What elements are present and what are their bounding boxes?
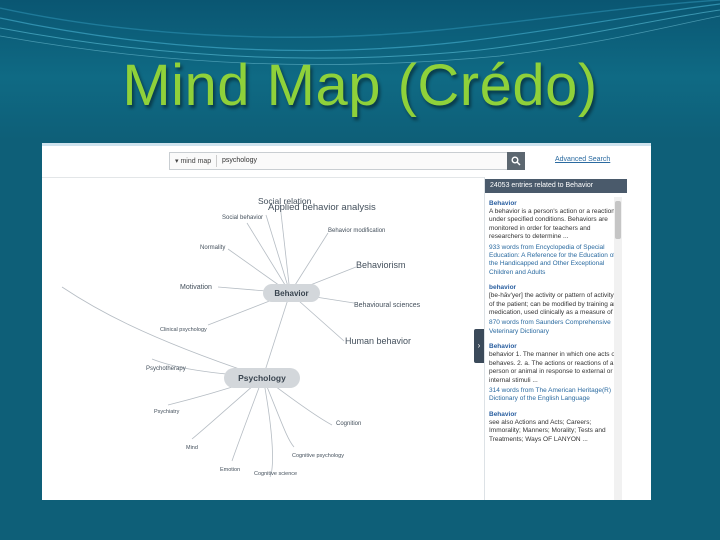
search-query-text[interactable]: psychology	[222, 157, 258, 164]
entry-definition: see also Actions and Acts; Careers; Immo…	[489, 418, 606, 443]
result-entry[interactable]: behavior [be-hāv'yer] the activity or pa…	[489, 283, 621, 336]
entry-source-link[interactable]: 870 words from Saunders Comprehensive Ve…	[489, 319, 611, 335]
entry-definition: [be-hāv'yer] the activity or pattern of …	[489, 292, 621, 317]
node-behavior[interactable]: Behavior	[263, 284, 320, 302]
result-entry[interactable]: Behavior A behavior is a person's action…	[489, 199, 621, 277]
search-mode-dropdown[interactable]: ▾ mind map	[175, 158, 212, 165]
advanced-search-link[interactable]: Advanced Search	[555, 156, 611, 163]
mind-map-graph: Social relation Applied behavior analysi…	[61, 196, 421, 478]
node-behaviorism[interactable]: Behaviorism	[356, 260, 406, 270]
slide-title: Mind Map (Crédo)	[122, 53, 598, 118]
search-icon	[511, 156, 521, 166]
psychology-node-label: Psychology	[238, 373, 286, 383]
node-emotion[interactable]: Emotion	[220, 467, 240, 473]
node-applied-behavior-analysis[interactable]: Applied behavior analysis	[268, 202, 376, 213]
mind-map-canvas[interactable]: Social relation Applied behavior analysi…	[42, 177, 474, 500]
entry-title[interactable]: Behavior	[489, 200, 517, 207]
entry-title[interactable]: Behavior	[489, 410, 517, 418]
result-entry[interactable]: Behavior behavior 1. The manner in which…	[489, 342, 621, 403]
node-cognitive-psychology[interactable]: Cognitive psychology	[292, 453, 344, 459]
entry-title[interactable]: behavior	[489, 284, 517, 292]
entry-definition: behavior 1. The manner in which one acts…	[489, 351, 618, 384]
node-behavioural-sciences[interactable]: Behavioural sciences	[354, 302, 421, 309]
node-behavior-modification[interactable]: Behavior modification	[328, 228, 385, 234]
node-clinical-psychology[interactable]: Clinical psychology	[160, 327, 207, 333]
node-social-behavior[interactable]: Social behavior	[222, 215, 263, 221]
node-normality[interactable]: Normality	[200, 245, 225, 251]
results-header: 24053 entries related to Behavior	[485, 179, 627, 193]
node-motivation[interactable]: Motivation	[180, 284, 212, 291]
node-social-relation[interactable]: Social relation	[258, 196, 312, 206]
node-human-behavior[interactable]: Human behavior	[345, 336, 411, 346]
decorative-waves	[0, 0, 720, 66]
entry-title[interactable]: Behavior	[489, 343, 517, 351]
results-list: Behavior A behavior is a person's action…	[489, 199, 621, 499]
node-psychiatry[interactable]: Psychiatry	[154, 409, 180, 415]
entry-source-link[interactable]: 933 words from Encyclopedia of Special E…	[489, 243, 616, 276]
search-button[interactable]	[507, 152, 525, 170]
app-screenshot: ▾ mind map psychology Advanced Search	[42, 143, 651, 500]
search-input[interactable]: ▾ mind map psychology	[169, 152, 509, 170]
node-cognitive-science[interactable]: Cognitive science	[254, 471, 297, 477]
behavior-node-shape	[263, 284, 320, 302]
psychology-node-shape	[224, 368, 300, 388]
entry-definition: A behavior is a person's action or a rea…	[489, 208, 615, 241]
node-cognition[interactable]: Cognition	[336, 421, 361, 427]
results-panel: 24053 entries related to Behavior Behavi…	[484, 177, 651, 500]
slide-background	[0, 0, 720, 140]
result-entry[interactable]: Behavior see also Actions and Acts; Care…	[489, 410, 621, 444]
accent-line	[42, 143, 651, 146]
node-psychology[interactable]: Psychology	[224, 368, 300, 388]
node-psychotherapy[interactable]: Psychotherapy	[146, 366, 186, 372]
panel-toggle-button[interactable]: ›	[474, 329, 484, 363]
node-mind[interactable]: Mind	[186, 445, 198, 451]
results-scrollbar[interactable]	[614, 197, 622, 500]
top-toolbar: ▾ mind map psychology Advanced Search	[42, 143, 651, 178]
entry-source-link[interactable]: 314 words from The American Heritage(R) …	[489, 386, 611, 403]
scrollbar-thumb[interactable]	[615, 201, 621, 239]
search-divider	[216, 155, 217, 167]
behavior-node-label: Behavior	[274, 289, 308, 298]
